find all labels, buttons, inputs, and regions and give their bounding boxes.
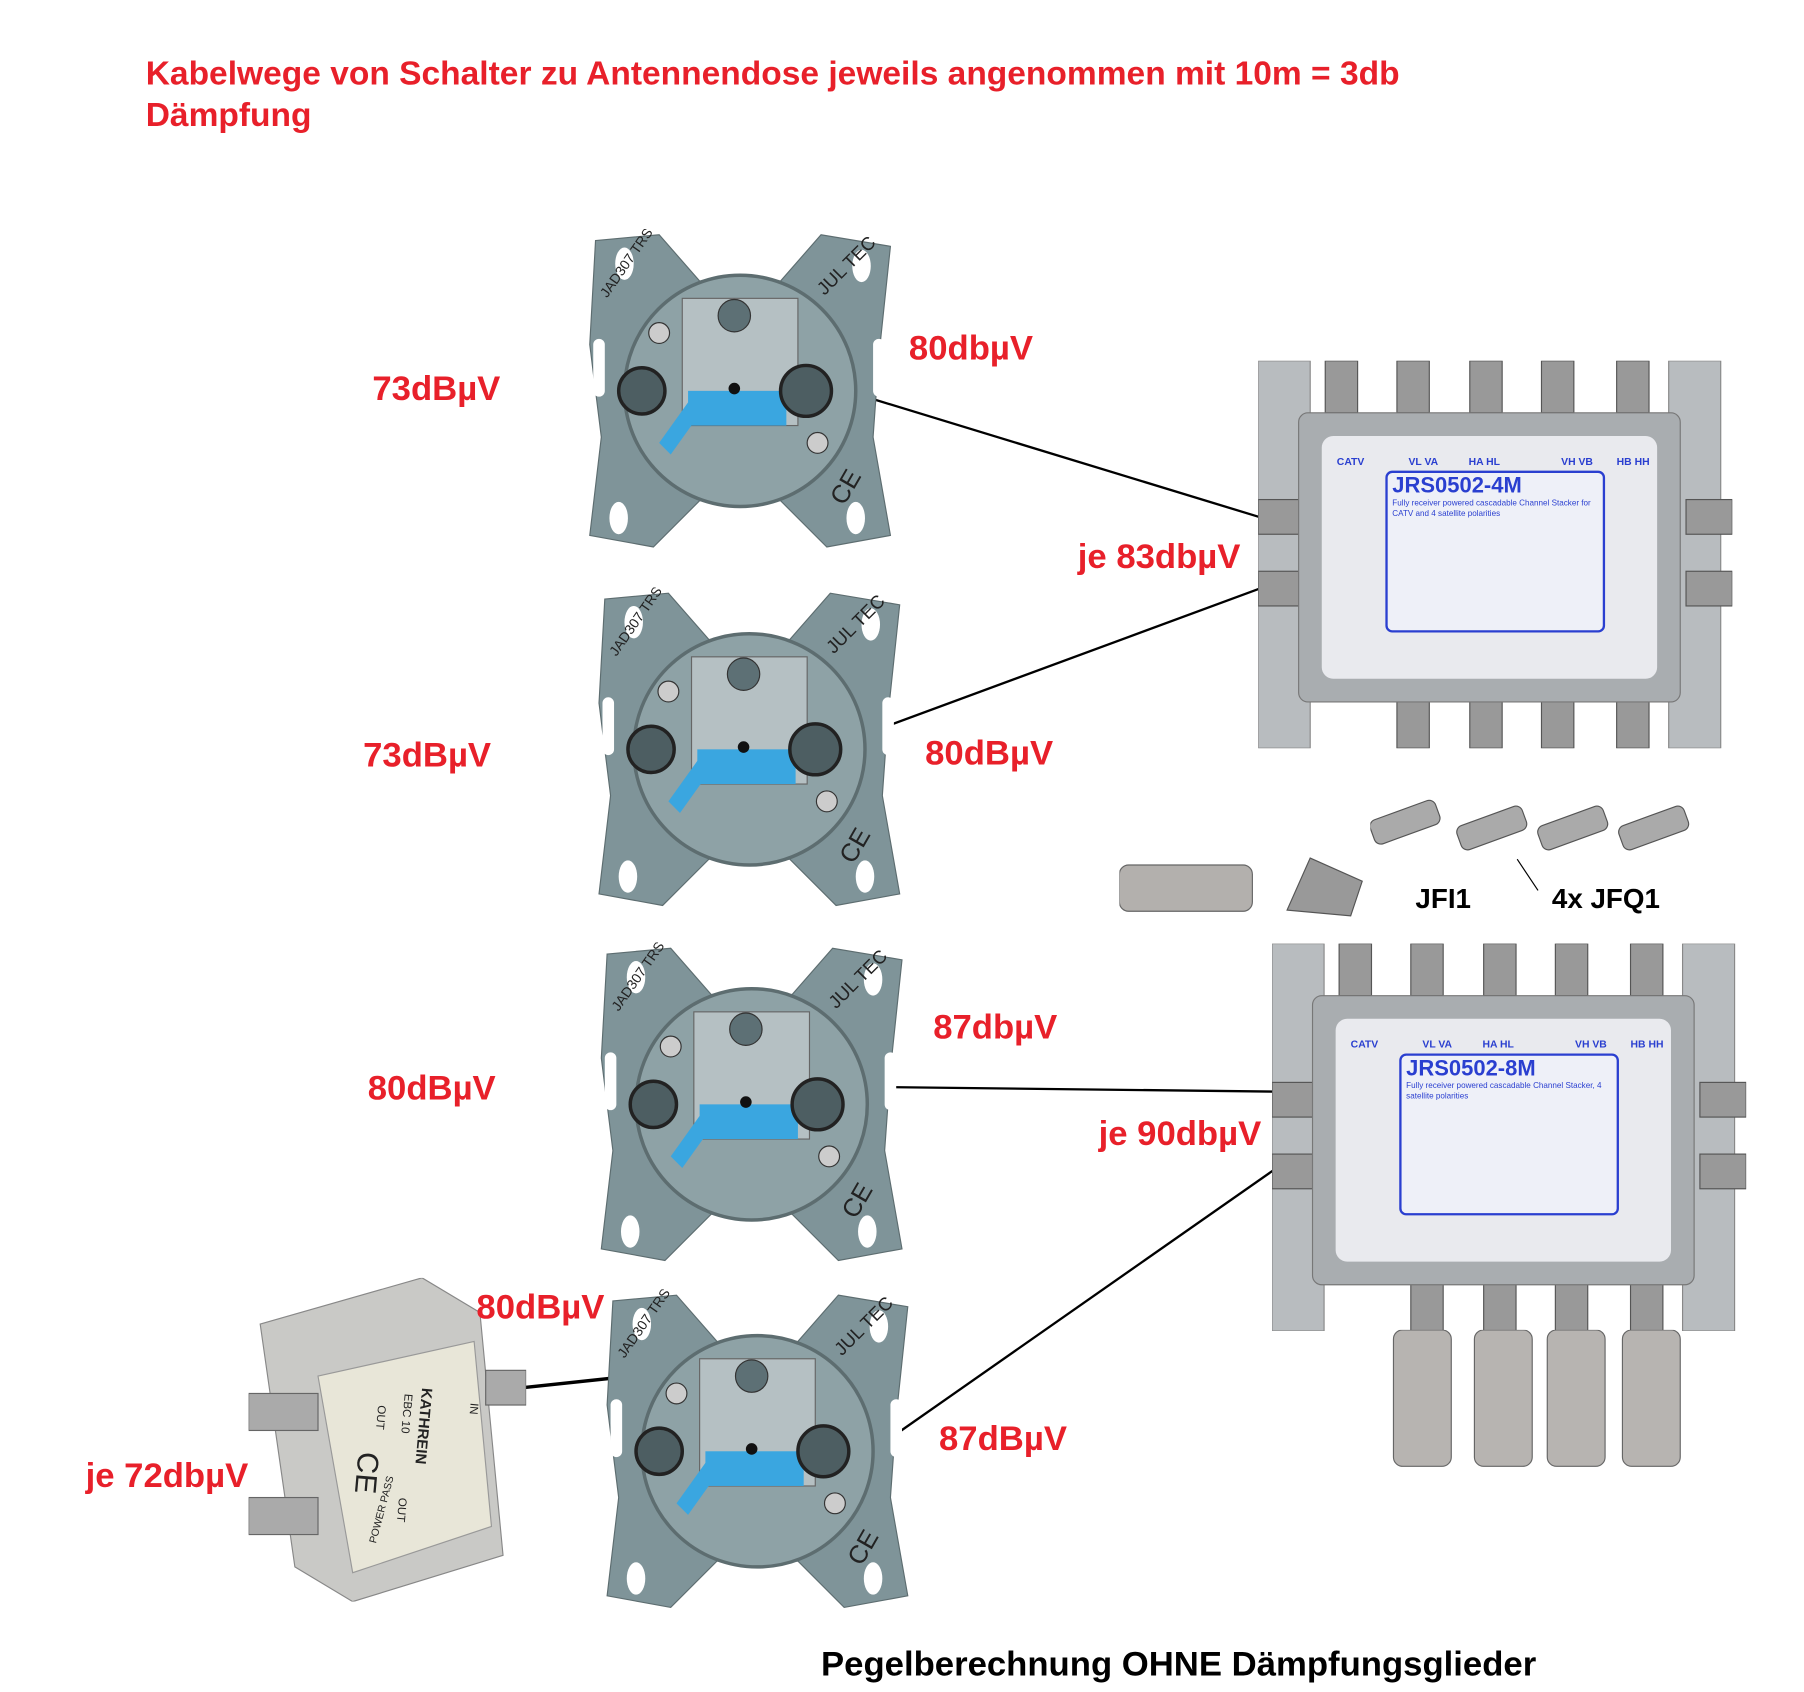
multiswitch-jrs0502-4m: CATV VL VA HA HL VH VB HB HH JRS0502-4M … (1258, 360, 1733, 749)
level-switch2-out: je 90dbµV (1098, 1114, 1262, 1153)
level-socket4-right: 87dBµV (938, 1420, 1067, 1459)
splitter-brand: KATHREIN (411, 1387, 435, 1465)
antenna-socket-1: JAD307 TRS JUL TEC CE (589, 229, 892, 548)
splitter-in-label: IN (467, 1402, 480, 1415)
level-socket4-left: 80dBµV (476, 1288, 605, 1327)
input-ha-hl: HA HL (1468, 455, 1501, 468)
level-socket1-left: 73dBµV (372, 370, 501, 409)
cable-2 (873, 586, 1264, 732)
model-name: JRS0502-8M (1406, 1056, 1536, 1082)
cable-3 (878, 1085, 1277, 1093)
cable-1 (864, 395, 1264, 520)
level-socket3-left: 80dBµV (367, 1069, 496, 1108)
antenna-socket-4 (605, 1289, 910, 1610)
level-socket1-right: 80dbµV (908, 329, 1034, 368)
input-catv: CATV (1350, 1038, 1379, 1051)
jfq1-adapters (1370, 799, 1690, 851)
label-jfi1: JFI1 (1415, 883, 1471, 915)
model-name: JRS0502-4M (1392, 474, 1522, 499)
level-socket2-right: 80dBµV (925, 734, 1054, 773)
splitter-out-label-1: OUT (373, 1405, 387, 1430)
splitter-model: EBC 10 (398, 1393, 413, 1434)
antenna-socket-3 (599, 942, 904, 1263)
input-vh-vb: VH VB (1561, 455, 1593, 468)
input-hb-hh: HB HH (1630, 1038, 1664, 1051)
antenna-socket-2 (597, 587, 902, 908)
f-connector-icon (1119, 864, 1253, 912)
level-splitter-out: je 72dbµV (85, 1457, 249, 1496)
input-vl-va: VL VA (1408, 455, 1439, 468)
input-vh-vb: VH VB (1575, 1038, 1607, 1051)
multiswitch-jrs0502-8m: CATV VL VA HA HL VH VB HB HH JRS0502-8M … (1272, 943, 1747, 1332)
level-socket3-right: 87dbµV (933, 1008, 1058, 1047)
level-switch1-out: je 83dbµV (1077, 537, 1241, 576)
splitter-out-label-2: OUT (394, 1497, 408, 1522)
level-socket2-left: 73dBµV (363, 736, 492, 775)
multiswitch-label: JRS0502-4M Fully receiver powered cascad… (1385, 470, 1606, 633)
input-ha-hl: HA HL (1482, 1038, 1514, 1051)
input-vl-va: VL VA (1422, 1038, 1453, 1051)
input-catv: CATV (1336, 455, 1365, 468)
label-jfq1: 4x JFQ1 (1551, 883, 1660, 915)
multiswitch-label: JRS0502-8M Fully receiver powered cascad… (1399, 1053, 1619, 1216)
model-description: Fully receiver powered cascadable Channe… (1406, 1082, 1602, 1101)
kathrein-splitter: KATHREIN EBC 10 IN OUT OUT POWER PASS CE (248, 1277, 527, 1602)
pointer-line (1516, 858, 1539, 891)
terminators (1392, 1329, 1681, 1467)
jfi1-angle-adapter (1286, 857, 1363, 917)
model-description: Fully receiver powered cascadable Channe… (1392, 499, 1591, 519)
heading: Kabelwege von Schalter zu Antennendose j… (145, 55, 1400, 135)
footer-caption: Pegelberechnung OHNE Dämpfungsglieder (821, 1645, 1537, 1684)
input-hb-hh: HB HH (1616, 455, 1650, 468)
cable-4 (899, 1167, 1278, 1433)
svg-text:CE: CE (348, 1451, 385, 1495)
